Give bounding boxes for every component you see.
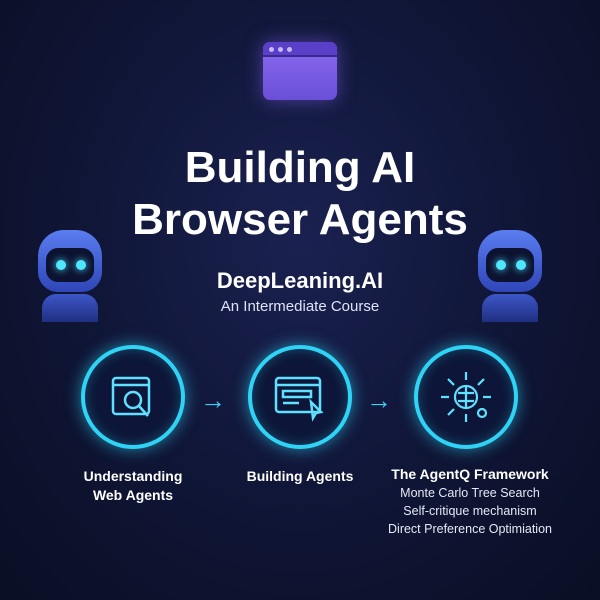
brand-name: DeepLeaning.AI: [216, 268, 384, 293]
robot-icon-right: [470, 222, 550, 322]
step-3-circle: [414, 345, 518, 449]
browser-cursor-icon: [274, 376, 324, 422]
browser-window-icon: [263, 42, 337, 100]
step-1-label-line-1: Understanding: [83, 468, 183, 484]
title-line-2: Browser Agents: [132, 195, 468, 244]
subtitle: An Intermediate Course: [220, 298, 380, 315]
arrow-icon: →: [200, 385, 226, 415]
step-2-circle: [248, 345, 352, 449]
step-2-label: Building Agents: [246, 468, 354, 484]
step-3-detail: Self-critique mechanism: [403, 504, 537, 518]
web-search-icon: [111, 376, 151, 417]
robot-icon-left: [30, 222, 110, 322]
step-1-circle: [81, 345, 185, 449]
step-3-detail: Monte Carlo Tree Search: [400, 486, 540, 500]
title-line-1: Building AI: [184, 143, 416, 192]
step-3-label: The AgentQ Framework: [391, 466, 549, 482]
step-3-detail: Direct Preference Optimiation: [388, 522, 552, 536]
arrow-icon: →: [366, 385, 392, 415]
step-3-text: The AgentQ Framework Monte Carlo Tree Se…: [380, 465, 560, 538]
step-1-label-line-2: Web Agents: [92, 487, 174, 503]
brain-network-icon: [441, 372, 491, 422]
